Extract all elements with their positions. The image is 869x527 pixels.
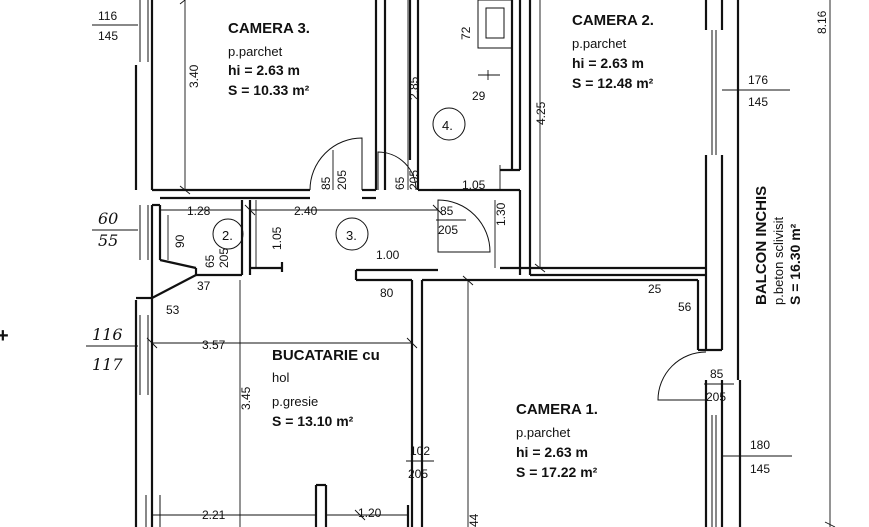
window-176-145-height: 145: [748, 95, 768, 109]
door-102-205-width: 102: [410, 444, 430, 458]
dim-90: 90: [173, 234, 187, 248]
balcony-floor: p.beton sclivisit: [771, 216, 786, 305]
dim-1-28: 1.28: [187, 204, 211, 218]
door-65-205-bath4-height: 205: [407, 170, 421, 190]
door-85-205-hall-width: 85: [440, 204, 454, 218]
dim-3-40: 3.40: [187, 64, 201, 88]
door-swings: [309, 0, 707, 401]
window-60-55-height: 55: [98, 231, 118, 250]
door-65-205-bath4-width: 65: [393, 176, 407, 190]
camera3-name: CAMERA 3.: [228, 20, 310, 37]
room-number-2: 2.: [222, 228, 233, 243]
room-number-4: 4.: [442, 118, 453, 133]
dim-1-05-hall: 1.05: [270, 226, 284, 250]
dim-2-21: 2.21: [202, 508, 226, 522]
dimension-lines: [146, 0, 836, 527]
plus-marker: +: [0, 325, 9, 347]
door-65-205-bath2-width: 65: [203, 254, 217, 268]
dim-8-16: 8.16: [815, 10, 829, 34]
camera3-floor: p.parchet: [228, 44, 283, 59]
kitchen-area: S = 13.10 m²: [272, 413, 354, 429]
dim-44: 44: [467, 513, 481, 527]
door-85-205-balcony-height: 205: [706, 390, 726, 404]
opening-labels: 116 145 176 145 60 55 116 117 180 145 85…: [86, 9, 792, 481]
dim-3-57: 3.57: [202, 338, 226, 352]
camera2-height: hi = 2.63 m: [572, 55, 644, 71]
camera1-floor: p.parchet: [516, 425, 571, 440]
walls: [134, 0, 742, 527]
window-116-145-width: 116: [98, 9, 117, 23]
door-85-205-camera3-width: 85: [319, 176, 333, 190]
camera1-height: hi = 2.63 m: [516, 444, 588, 460]
dim-56: 56: [678, 300, 692, 314]
room-number-3: 3.: [346, 228, 357, 243]
window-116-145-height: 145: [98, 29, 118, 43]
dim-1-30: 1.30: [494, 202, 508, 226]
window-180-145-height: 145: [750, 462, 770, 476]
window-116-117-width: 116: [92, 325, 123, 344]
windows: [139, 0, 717, 527]
room-labels: CAMERA 3. p.parchet hi = 2.63 m S = 10.3…: [222, 12, 803, 480]
dimension-labels: 3.40 2.85 72 29 4.25 8.16 1.05 1.28 2.40…: [166, 10, 829, 527]
dim-1-20: 1.20: [358, 506, 382, 520]
window-176-145-width: 176: [748, 73, 768, 87]
camera2-name: CAMERA 2.: [572, 12, 654, 29]
door-85-205-camera3-height: 205: [335, 170, 349, 190]
dim-1-05-bath4: 1.05: [462, 178, 486, 192]
dim-4-25: 4.25: [534, 101, 548, 125]
dim-2-85: 2.85: [407, 76, 421, 100]
door-85-205-hall-height: 205: [438, 223, 458, 237]
dim-37: 37: [197, 279, 211, 293]
camera3-height: hi = 2.63 m: [228, 62, 300, 78]
camera2-area: S = 12.48 m²: [572, 75, 654, 91]
dim-1-00: 1.00: [376, 248, 400, 262]
balcony-area: S = 16.30 m²: [787, 223, 803, 305]
camera1-name: CAMERA 1.: [516, 401, 598, 418]
camera3-area: S = 10.33 m²: [228, 82, 310, 98]
door-65-205-bath2-height: 205: [217, 248, 231, 268]
window-60-55-width: 60: [98, 209, 118, 228]
door-85-205-balcony-width: 85: [710, 367, 724, 381]
kitchen-floor: p.gresie: [272, 394, 318, 409]
dim-3-45: 3.45: [239, 386, 253, 410]
door-102-205-height: 205: [408, 467, 428, 481]
dim-72: 72: [459, 26, 473, 40]
kitchen-name-line1: BUCATARIE cu: [272, 347, 380, 364]
dim-2-40: 2.40: [294, 204, 318, 218]
camera2-floor: p.parchet: [572, 36, 627, 51]
window-180-145-width: 180: [750, 438, 770, 452]
dim-29: 29: [472, 89, 486, 103]
dim-53: 53: [166, 303, 180, 317]
room-number-circles: [212, 107, 466, 251]
window-116-117-height: 117: [92, 355, 123, 374]
balcony-name: BALCON INCHIS: [753, 186, 770, 305]
camera1-area: S = 17.22 m²: [516, 464, 598, 480]
kitchen-name-line2: hol: [272, 370, 289, 385]
dim-25: 25: [648, 282, 662, 296]
dim-80: 80: [380, 286, 394, 300]
